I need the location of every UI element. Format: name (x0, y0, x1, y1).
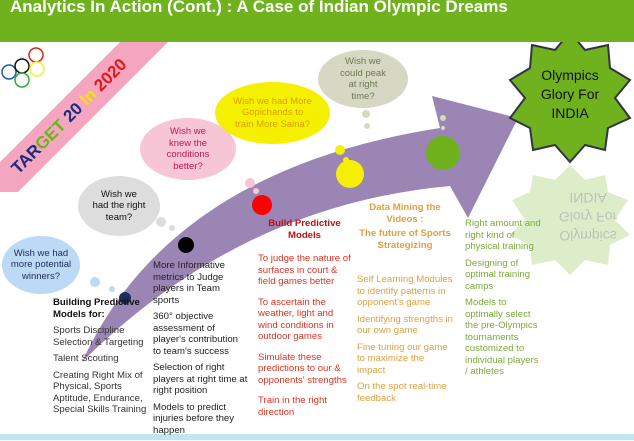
milestone-dot-black (178, 237, 194, 253)
col-item: Sports Discipline Selection & Targeting (53, 325, 144, 348)
col-item: Train in the right direction (258, 395, 327, 418)
goal-star-reflection (510, 165, 630, 275)
milestone-dot-yellow (336, 160, 364, 188)
milestone-dot-green (426, 136, 460, 170)
goal-line: Glory For (540, 86, 600, 102)
col-item: 360° objective assessment of player's co… (153, 311, 239, 357)
cloud-text: Wish we knew the conditions better? (166, 126, 210, 172)
milestone-dot-navy (119, 292, 131, 304)
cloud-text: Wish we could peak at right time? (340, 56, 386, 102)
col-heading: Building Predictive Models for: (53, 297, 140, 320)
col-item: More Informative metrics to Judge player… (153, 260, 225, 306)
col-item: Models to predict injuries before they h… (153, 401, 235, 436)
goal-line: Olympics (541, 67, 599, 83)
cloud-text: Wish we had More Gopichands to train Mor… (233, 95, 312, 130)
col-item: To ascertain the weather, light and wind… (258, 296, 334, 343)
col-heading: Data Mining the Videos : (369, 202, 441, 225)
col-item: On the spot real-time feedback (357, 381, 447, 404)
cloud-text: Wish we had more potential winners? (10, 247, 72, 282)
cloud-right-team: Wish we had the right team? (78, 176, 160, 236)
footer-strip (0, 434, 634, 440)
header-bar: Analytics In Action (Cont.) : A Case of … (0, 0, 634, 42)
col-predictive-models: Build Predictive Models To judge the nat… (258, 218, 351, 423)
col-item: Talent Scouting (53, 353, 119, 364)
cloud-peak: Wish we could peak at right time? (318, 50, 408, 108)
progress-arrow (82, 96, 518, 362)
banner-word: 20 (59, 99, 87, 126)
col-item: Creating Right Mix of Physical, Sports A… (53, 369, 147, 416)
col-team-metrics: More Informative metrics to Judge player… (153, 260, 248, 441)
col-training: Right amount and right kind of physical … (465, 218, 543, 383)
olympic-rings-logo (1, 47, 45, 88)
cloud-potential-winners: Wish we had more potential winners? (2, 236, 80, 294)
milestone-dot-red (252, 195, 272, 215)
col-item: Identifying strengths in our own game (357, 313, 453, 337)
col-building-models: Building Predictive Models for: Sports D… (53, 297, 148, 421)
col-item: Models to optimally select the pre-Olymp… (465, 297, 539, 377)
slide-title: Analytics In Action (Cont.) : A Case of … (10, 0, 508, 16)
cloud-text: Wish we had the right team? (92, 188, 146, 223)
col-item: Designing of optimal training camps (465, 257, 531, 292)
banner-word: 2020 (90, 54, 131, 96)
goal-line: INDIA (551, 105, 589, 121)
col-item: Fine tuning our game to maximize the imp… (357, 341, 448, 376)
col-data-mining: Data Mining the Videos : The future of S… (357, 202, 453, 409)
col-item: Right amount and right kind of physical … (465, 218, 541, 252)
col-subheading: The future of Sports Strategizing (359, 228, 451, 251)
cloud-gopichands: Wish we had More Gopichands to train Mor… (215, 82, 330, 144)
col-item: To judge the nature of surfaces in court… (258, 253, 351, 287)
cloud-conditions: Wish we knew the conditions better? (140, 118, 236, 180)
col-item: Simulate these predictions to our & oppo… (258, 351, 347, 386)
goal-star (508, 30, 632, 164)
col-item: Self Learning Modules to identify patter… (357, 274, 453, 308)
col-heading: Build Predictive Models (268, 218, 341, 241)
col-item: Selection of right players at right time… (153, 362, 248, 396)
